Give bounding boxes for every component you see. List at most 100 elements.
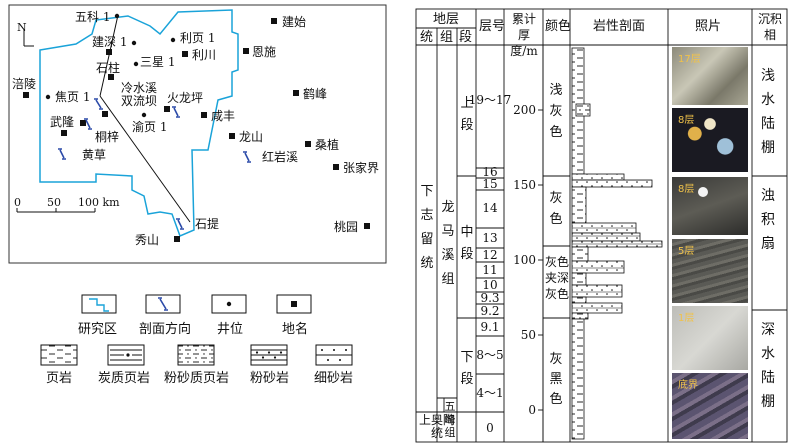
photo-layer-1: 1层	[672, 306, 748, 370]
place-square-icon	[174, 236, 180, 242]
depth-tick-200: 200	[513, 103, 536, 117]
layer-4-1: 4～1	[476, 386, 503, 400]
legend-label-silty-shale: 粉砂质页岩	[164, 371, 229, 386]
facies-shallow-shelf: 浅水陆棚	[761, 68, 775, 156]
depth-tick-150: 150	[513, 178, 536, 192]
section-label-huangcao: 黄草	[82, 148, 106, 162]
well-dot-icon	[45, 94, 51, 100]
place-label-sangzhi: 桑植	[315, 137, 339, 152]
header-facies: 沉积相	[757, 12, 782, 42]
layer-16: 16	[482, 165, 497, 179]
place-square-icon	[305, 141, 311, 147]
layer-10: 10	[482, 278, 497, 292]
place-square-icon	[61, 130, 67, 136]
well-label-jiaoye1: 焦页 1	[55, 90, 90, 104]
legend-label-fine-sandstone: 细砂岩	[314, 371, 353, 386]
section-square-icon	[80, 120, 86, 126]
legend-label-carbonaceous-shale: 炭质页岩	[98, 371, 150, 386]
header-system: 统	[420, 30, 433, 45]
well-label-wuke1: 五科 1	[75, 10, 110, 24]
member-upper: 上段	[460, 96, 474, 133]
header-member: 段	[459, 30, 472, 45]
well-label-liye1: 利页 1	[180, 31, 215, 45]
header-thickness: 累计厚度/m	[510, 12, 538, 58]
color-light-grey: 浅灰色	[549, 83, 563, 140]
legend-study-area-swatch	[81, 294, 117, 314]
section-square-icon	[164, 106, 170, 112]
legend-label-study-area: 研究区	[78, 322, 117, 337]
well-dot-icon	[114, 13, 120, 19]
place-label-lichuan: 利川	[192, 48, 216, 62]
layer-8-5: 8～5	[476, 348, 503, 362]
place-label-taoyuan: 桃园	[334, 219, 358, 234]
location-map: N	[8, 4, 387, 264]
place-label-hefeng: 鹤峰	[303, 86, 327, 101]
section-label-shiti: 石提	[195, 216, 219, 231]
place-label-wulong: 武隆	[50, 114, 74, 129]
place-label-jianshi: 建始	[282, 15, 306, 29]
layer-12: 12	[482, 248, 497, 262]
scale-label-100: 100 km	[78, 196, 120, 209]
section-label-tongzi: 桐梓	[95, 129, 119, 144]
header-profile: 岩性剖面	[593, 19, 645, 34]
depth-tick-0: 0	[528, 403, 536, 417]
layer-13: 13	[482, 231, 497, 245]
well-label-yuye1: 渝页 1	[132, 119, 167, 134]
formation-wufeng: 五峰组	[444, 400, 456, 439]
well-dot-icon	[141, 112, 147, 118]
place-square-icon	[271, 18, 277, 24]
layer-0: 0	[486, 421, 494, 435]
layer-11: 11	[482, 263, 497, 277]
facies-turbidite-fan: 浊积扇	[761, 188, 775, 252]
well-label-sanxing1: 三星 1	[140, 55, 175, 69]
north-label: N	[17, 21, 27, 34]
legend-fine-sandstone-swatch	[315, 344, 353, 366]
formation-longmaxi: 龙马溪组	[441, 200, 455, 287]
legend-label-shale: 页岩	[46, 371, 72, 386]
place-label-longshan: 龙山	[239, 130, 263, 144]
layer-9-3: 9.3	[480, 291, 499, 305]
header-strata: 地层	[433, 12, 459, 27]
well-label-jianshen1: 建深 1	[92, 35, 127, 49]
legend: 研究区 剖面方向 井位 地名 页岩 炭质页岩 粉砂质页	[40, 294, 353, 386]
layer-9-2: 9.2	[480, 304, 499, 318]
photo-layer-8-outcrop: 8层	[672, 177, 748, 235]
place-label-fuling: 涪陵	[12, 76, 36, 91]
lithology-profile	[571, 47, 663, 440]
scale-label-50: 50	[47, 196, 61, 209]
section-square-icon	[108, 74, 114, 80]
legend-label-section-direction: 剖面方向	[139, 321, 191, 337]
series-lower-silurian: 下志留统	[420, 184, 434, 271]
place-square-icon	[182, 51, 188, 57]
legend-label-siltstone: 粉砂岩	[250, 371, 289, 386]
header-formation: 组	[440, 30, 453, 45]
layer-9-1: 9.1	[480, 320, 499, 334]
place-square-icon	[201, 112, 207, 118]
color-grey: 灰色	[549, 191, 563, 227]
depth-tick-100: 100	[513, 253, 536, 267]
layer-19-17: 19～17	[469, 93, 512, 107]
place-square-icon	[229, 133, 235, 139]
place-square-icon	[243, 48, 249, 54]
scale-bar: 0 50 100 km	[14, 196, 120, 213]
section-label-hongyanxi: 红岩溪	[262, 149, 298, 164]
section-line	[99, 95, 191, 223]
photo-layer-17: 17层	[672, 47, 748, 105]
depth-tick-50: 50	[521, 328, 536, 342]
section-label-huolongping: 火龙坪	[167, 91, 203, 105]
header-photo: 照片	[695, 19, 721, 34]
place-label-zhangjiajie: 张家界	[343, 160, 379, 175]
photo-layer-5: 5层	[672, 239, 748, 303]
photo-layer-8-thin-section: 8层	[672, 108, 748, 172]
section-direction-markers	[58, 98, 251, 230]
header-color: 颜色	[545, 18, 571, 34]
legend-shale-swatch	[40, 344, 78, 366]
place-square-icon	[293, 90, 299, 96]
place-square-icon	[364, 223, 370, 229]
place-square-icon	[333, 164, 339, 170]
legend-siltstone-swatch	[250, 344, 288, 366]
photo-base-boundary: 底界	[672, 373, 748, 439]
stratigraphic-column	[415, 8, 788, 443]
color-interbedded: 灰色夹深灰色	[544, 255, 569, 301]
place-label-xiushan: 秀山	[135, 233, 159, 247]
